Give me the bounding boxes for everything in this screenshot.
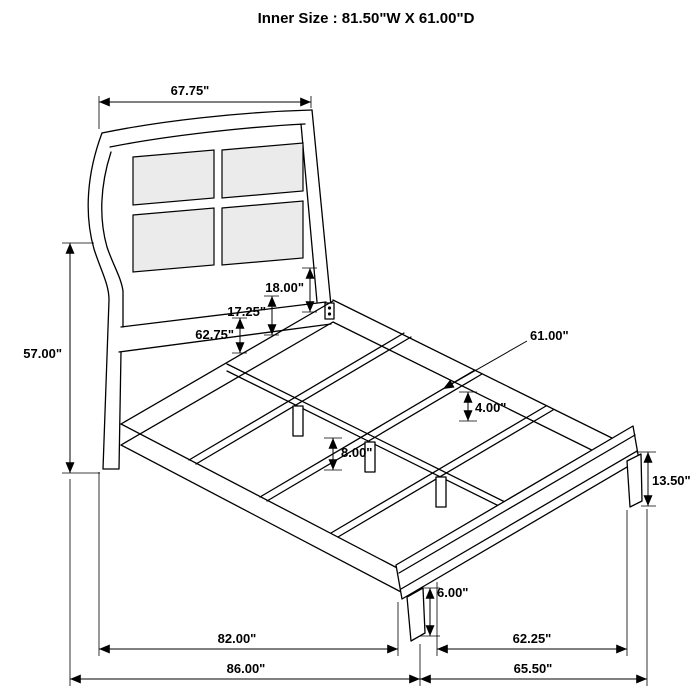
- footboard-far-leg: [626, 453, 643, 508]
- dim-label-overall-width: 65.50": [514, 661, 553, 676]
- dim-label-foot-leg-height: 6.00": [437, 585, 468, 600]
- footboard-top-cap-line: [398, 434, 636, 574]
- dim-label-headboard-width: 67.75": [171, 83, 210, 98]
- headboard-panel-bottom-left: [132, 207, 215, 273]
- center-rail-leg-2: [364, 441, 376, 473]
- headboard-left-post-inner-edge: [101, 151, 124, 328]
- bed-drawing: [87, 109, 643, 642]
- dim-label-footboard-height: 13.50": [652, 473, 691, 488]
- head-rail: [120, 300, 334, 446]
- headboard-bottom-rail: [118, 301, 332, 353]
- dim-label-footboard-inner-width: 62.25": [513, 631, 552, 646]
- headboard-top-roll-line: [109, 123, 306, 148]
- center-support-rail: [226, 363, 514, 514]
- headboard-panel-bottom-right: [221, 200, 304, 266]
- back-side-rail: [332, 299, 623, 466]
- leader-line-slat-length: [442, 340, 528, 390]
- dim-label-slat-length: 61.00": [530, 328, 569, 343]
- footboard-molding-line: [400, 450, 638, 590]
- headboard-top-edge: [101, 109, 313, 134]
- footboard: [395, 425, 643, 642]
- headboard-panel-top-right: [221, 142, 304, 199]
- headboard-right-post: [311, 109, 333, 317]
- dimension-annotations: 67.75" 57.00" 18.00" 17.25" 62.75" 61.00…: [23, 83, 691, 686]
- dim-label-support-leg-height: 8.00": [341, 445, 372, 460]
- dim-label-rail-thickness: 4.00": [475, 400, 506, 415]
- dim-label-headboard-height: 57.00": [23, 346, 62, 361]
- headboard-panel-top-left: [132, 149, 215, 206]
- center-rail-leg-1: [292, 405, 304, 437]
- bracket-bolt-hole-top: [327, 306, 332, 310]
- center-rail-leg-3: [435, 476, 447, 508]
- page-title: Inner Size : 81.50"W X 61.00"D: [258, 10, 475, 27]
- slats: [188, 332, 554, 538]
- bracket-bolt-hole-bottom: [327, 312, 332, 316]
- dim-label-overall-length: 86.00": [227, 661, 266, 676]
- footboard-near-leg: [406, 587, 426, 642]
- dim-label-headboard-rail-height: 17.25": [227, 304, 266, 319]
- dim-label-panel-height: 18.00": [265, 280, 304, 295]
- bed-frame: [120, 299, 623, 594]
- headboard-left-post: [87, 132, 122, 470]
- dim-label-inner-length: 82.00": [218, 631, 257, 646]
- dim-label-headboard-inner-width: 62.75": [195, 327, 234, 342]
- headboard: [87, 109, 335, 470]
- slat-1: [188, 332, 412, 465]
- footboard-panel: [395, 425, 640, 600]
